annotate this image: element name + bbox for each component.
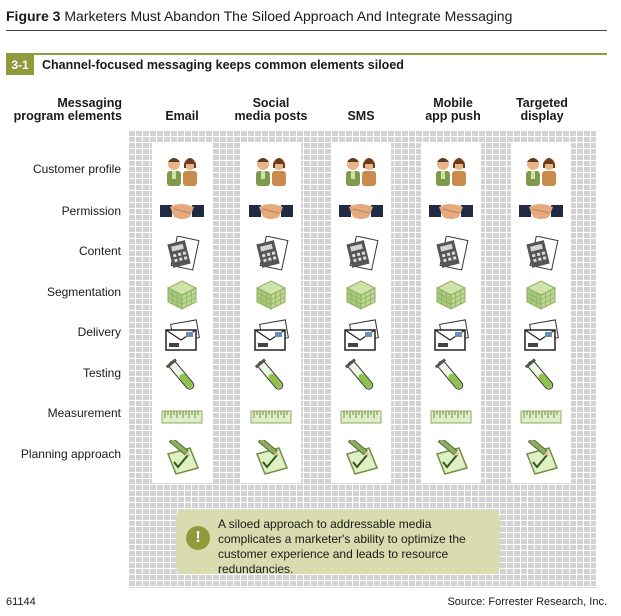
test-tube-icon bbox=[429, 358, 473, 394]
figure-title-text: Marketers Must Abandon The Siloed Approa… bbox=[64, 8, 513, 24]
column-header-social: Social media posts bbox=[229, 97, 313, 123]
figure-label: Figure 3 bbox=[6, 8, 61, 24]
rows-header-line2: program elements bbox=[13, 109, 122, 123]
cube-icon bbox=[519, 277, 563, 313]
ruler-icon bbox=[519, 399, 563, 435]
envelope-icon bbox=[519, 318, 563, 354]
row-label-planning-approach: Planning approach bbox=[20, 447, 121, 461]
column-header-line2: app push bbox=[425, 109, 481, 123]
people-icon bbox=[429, 154, 473, 190]
row-label-permission: Permission bbox=[61, 204, 121, 218]
channel-column-sms bbox=[331, 143, 391, 483]
envelope-icon bbox=[249, 318, 293, 354]
clipboard-pencil-icon bbox=[339, 440, 383, 476]
column-header-line1: Targeted bbox=[516, 96, 568, 110]
cube-icon bbox=[339, 277, 383, 313]
column-header-line2: media posts bbox=[234, 109, 308, 123]
document-calculator-icon bbox=[429, 236, 473, 272]
ruler-icon bbox=[339, 399, 383, 435]
clipboard-pencil-icon bbox=[519, 440, 563, 476]
clipboard-pencil-icon bbox=[429, 440, 473, 476]
row-label-delivery: Delivery bbox=[77, 325, 121, 339]
test-tube-icon bbox=[519, 358, 563, 394]
test-tube-icon bbox=[249, 358, 293, 394]
people-icon bbox=[249, 154, 293, 190]
exclamation-icon: ! bbox=[186, 526, 210, 550]
channel-column-targeted bbox=[511, 143, 571, 483]
cube-icon bbox=[249, 277, 293, 313]
document-calculator-icon bbox=[160, 236, 204, 272]
callout-text: A siloed approach to addressable media c… bbox=[218, 517, 466, 576]
document-calculator-icon bbox=[249, 236, 293, 272]
column-header-line1: Mobile bbox=[433, 96, 473, 110]
cube-icon bbox=[160, 277, 204, 313]
envelope-icon bbox=[429, 318, 473, 354]
figure-title: Figure 3 Marketers Must Abandon The Silo… bbox=[6, 8, 512, 24]
handshake-icon bbox=[160, 195, 204, 231]
channel-column-mobile bbox=[421, 143, 481, 483]
document-calculator-icon bbox=[519, 236, 563, 272]
title-rule bbox=[6, 30, 607, 31]
column-header-mobile: Mobile app push bbox=[416, 97, 490, 123]
column-header-line2: display bbox=[520, 109, 564, 123]
subfigure-badge: 3-1 bbox=[6, 55, 34, 75]
column-header-email: Email bbox=[147, 97, 217, 123]
handshake-icon bbox=[339, 195, 383, 231]
channel-column-email bbox=[152, 143, 212, 483]
source-note: Source: Forrester Research, Inc. bbox=[447, 596, 607, 608]
column-header-line1: Social bbox=[252, 96, 290, 110]
rows-header-line1: Messaging bbox=[57, 96, 122, 110]
clipboard-pencil-icon bbox=[249, 440, 293, 476]
callout-box: ! A siloed approach to addressable media… bbox=[176, 510, 500, 576]
handshake-icon bbox=[249, 195, 293, 231]
row-label-content: Content bbox=[78, 244, 121, 258]
ruler-icon bbox=[249, 399, 293, 435]
subfigure-title: Channel-focused messaging keeps common e… bbox=[42, 58, 404, 72]
ruler-icon bbox=[429, 399, 473, 435]
row-label-customer-profile: Customer profile bbox=[32, 162, 121, 176]
envelope-icon bbox=[160, 318, 204, 354]
people-icon bbox=[519, 154, 563, 190]
clipboard-pencil-icon bbox=[160, 440, 204, 476]
channel-column-social bbox=[241, 143, 301, 483]
people-icon bbox=[160, 154, 204, 190]
people-icon bbox=[339, 154, 383, 190]
handshake-icon bbox=[429, 195, 473, 231]
figure-id: 61144 bbox=[6, 596, 36, 608]
rows-header: Messaging program elements bbox=[6, 97, 122, 123]
column-header-targeted: Targeted display bbox=[505, 97, 579, 123]
document-calculator-icon bbox=[339, 236, 383, 272]
test-tube-icon bbox=[339, 358, 383, 394]
test-tube-icon bbox=[160, 358, 204, 394]
ruler-icon bbox=[160, 399, 204, 435]
cube-icon bbox=[429, 277, 473, 313]
handshake-icon bbox=[519, 195, 563, 231]
envelope-icon bbox=[339, 318, 383, 354]
row-label-testing: Testing bbox=[82, 366, 121, 380]
column-header-line2: SMS bbox=[347, 109, 375, 123]
column-header-sms: SMS bbox=[326, 97, 396, 123]
subtitle-rule bbox=[6, 53, 607, 55]
row-label-segmentation: Segmentation bbox=[46, 285, 121, 299]
row-label-measurement: Measurement bbox=[47, 406, 121, 420]
column-header-line2: Email bbox=[165, 109, 199, 123]
